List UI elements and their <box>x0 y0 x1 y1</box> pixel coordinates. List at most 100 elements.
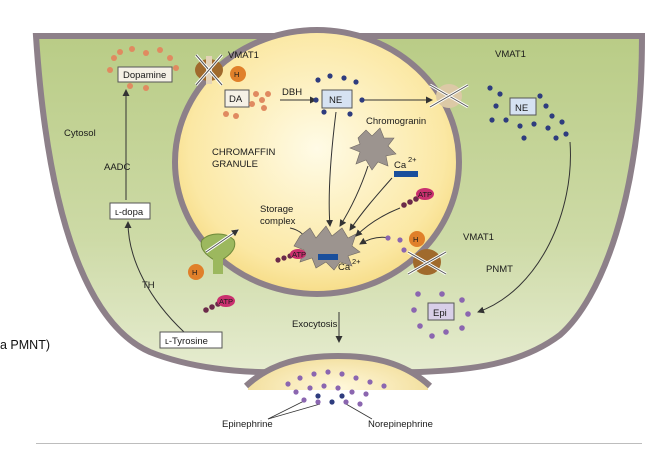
ne-dot-cytosol <box>543 103 549 109</box>
exocytosis-dot <box>381 383 387 389</box>
epi-dot-cytosol <box>415 291 421 297</box>
dopamine-dot <box>107 67 113 73</box>
ne-dot-cytosol <box>553 135 559 141</box>
epi-dot-granule <box>401 247 407 253</box>
dopamine-dot-granule <box>249 101 255 107</box>
exocytosis-dot <box>353 375 359 381</box>
dopamine-dot <box>143 50 149 56</box>
atp-molecule-cytosol: ATP <box>203 295 235 313</box>
exocytosis-dot <box>307 385 313 391</box>
l-tyrosine-label: ʟ-Tyrosine <box>165 336 208 347</box>
exocytosis-label: Exocytosis <box>292 319 338 330</box>
h-plus-badge-left: H <box>188 264 204 280</box>
ne-dot-cytosol <box>517 123 523 129</box>
dopamine-dot-granule <box>253 91 259 97</box>
l-dopa-box <box>109 202 151 220</box>
epinephrine-label: Epinephrine <box>222 419 273 430</box>
dopamine-dot-granule <box>233 113 239 119</box>
epi-dot-cytosol <box>465 311 471 317</box>
ca-bar-top <box>394 171 418 177</box>
pnmt-label: PNMT <box>486 264 513 275</box>
epi-dot-cytosol <box>443 329 449 335</box>
ne-dot-cytosol <box>563 131 569 137</box>
vmat1-label-top-left: VMAT1 <box>228 50 259 61</box>
ca-charge-top: 2+ <box>408 155 417 164</box>
exocytosis-ne-dot <box>315 393 321 399</box>
ne-dot-cytosol <box>497 91 503 97</box>
left-edge-text-fragment: a PMNT) <box>0 338 50 352</box>
epi-dot-cytosol <box>417 323 423 329</box>
ca-bar-bottom <box>318 254 338 260</box>
vmat1-transporter-top-right <box>429 83 469 109</box>
storage-complex-shape <box>293 225 361 271</box>
svg-text:H: H <box>413 235 418 244</box>
ca-label-bottom: Ca <box>338 262 351 273</box>
exocytosis-dot <box>349 389 355 395</box>
exocytosis-dot <box>321 383 327 389</box>
exocytosis-ne-dot <box>329 399 335 405</box>
exocytosis-dot <box>325 369 331 375</box>
cytosol-label: Cytosol <box>64 128 96 139</box>
proton-pump <box>200 228 239 274</box>
exocytosis-dot <box>301 397 307 403</box>
vmat1-label-top-right: VMAT1 <box>495 49 526 60</box>
granule-title-line2: GRANULE <box>212 159 258 170</box>
dbh-label: DBH <box>282 87 302 98</box>
dopamine-dot <box>157 47 163 53</box>
atp-molecule-granule: ATP <box>401 188 434 208</box>
dopamine-dot <box>117 49 123 55</box>
exocytosis-dot <box>357 401 363 407</box>
dopamine-box <box>117 66 173 83</box>
h-plus-badge-right: H <box>409 231 425 247</box>
da-box <box>224 89 250 108</box>
l-tyrosine-box <box>159 331 223 349</box>
dopamine-label: Dopamine <box>123 70 166 81</box>
ca-charge-bottom: 2+ <box>352 257 361 266</box>
ne-dot-granule <box>315 77 321 83</box>
ne-cytosol-label: NE <box>515 103 528 114</box>
exocytosis-membrane <box>243 352 433 389</box>
dopamine-dot <box>111 55 117 61</box>
ne-dot-cytosol <box>493 103 499 109</box>
dopamine-dot <box>129 46 135 52</box>
granule-title-line1: CHROMAFFIN <box>212 147 275 158</box>
vmat1-transporter-bottom <box>407 249 447 276</box>
exocytosis-dot <box>311 371 317 377</box>
dopamine-dot-granule <box>259 97 265 103</box>
exocytosis-dot <box>297 375 303 381</box>
ne-dot-granule <box>353 79 359 85</box>
svg-text:ATP: ATP <box>219 297 233 306</box>
exocytosis-dot <box>315 399 321 405</box>
dopamine-dot-granule <box>223 111 229 117</box>
chromogranin-shape <box>349 127 397 171</box>
svg-text:H: H <box>192 268 197 277</box>
ca-label-top: Ca <box>394 160 407 171</box>
epi-dot-cytosol <box>459 297 465 303</box>
storage-label-line1: Storage <box>260 204 293 215</box>
ne-dot-granule <box>321 109 327 115</box>
exocytosis-dot <box>363 391 369 397</box>
dopamine-dot <box>167 55 173 61</box>
ne-dot-cytosol <box>531 121 537 127</box>
ne-dot-granule <box>359 97 365 103</box>
ne-dot-granule <box>313 97 319 103</box>
ne-granule-box <box>321 89 353 109</box>
dopamine-dot <box>127 83 133 89</box>
ne-dot-cytosol <box>559 119 565 125</box>
epi-dot-cytosol <box>411 307 417 313</box>
chromogranin-label: Chromogranin <box>366 116 426 127</box>
ne-dot-granule <box>347 111 353 117</box>
epi-dot-cytosol <box>429 333 435 339</box>
ne-dot-cytosol <box>503 117 509 123</box>
h-plus-badge-top: H <box>230 66 246 82</box>
ne-dot-cytosol <box>489 117 495 123</box>
epi-label: Epi <box>433 308 447 319</box>
epi-box <box>427 302 455 321</box>
atp-molecule-storage: ATP <box>275 249 306 263</box>
th-label: TH <box>142 280 155 291</box>
exocytosis-dot <box>335 385 341 391</box>
epi-dot-cytosol <box>459 325 465 331</box>
exocytosis-dot <box>343 399 349 405</box>
ne-granule-label: NE <box>329 95 342 106</box>
